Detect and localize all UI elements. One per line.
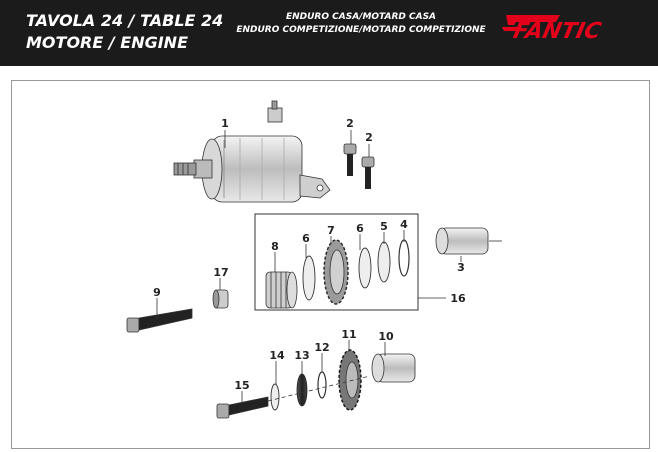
long-bolt-9: [126, 308, 193, 333]
callout-10: 10: [378, 330, 394, 343]
callout-8: 8: [271, 240, 279, 253]
washer-13: [296, 373, 308, 407]
leader-lines: [156, 130, 462, 404]
model-line-1: ENDURO CASA/MOTARD CASA: [285, 12, 437, 22]
callout-6-left: 6: [302, 232, 310, 245]
circlip-12: [317, 371, 327, 399]
callout-7: 7: [327, 224, 335, 237]
mounting-bolt-right: [361, 156, 375, 189]
pinion-gear: [265, 271, 298, 309]
washer-5: [377, 241, 391, 283]
callout-13: 13: [294, 349, 309, 362]
callout-14: 14: [269, 349, 285, 362]
sleeve-10: [371, 353, 416, 383]
washer-6-right: [358, 247, 372, 289]
callout-4: 4: [400, 218, 408, 231]
starter-motor: [173, 100, 331, 203]
table-title-line-2: MOTORE / ENGINE: [26, 33, 188, 52]
diagram-frame: [11, 80, 650, 449]
kit-16-box: [254, 213, 419, 311]
callout-2-left: 2: [346, 117, 354, 130]
bushing-17: [212, 289, 229, 309]
callout-16: 16: [450, 292, 466, 305]
brand-text: FANTIC: [511, 18, 604, 43]
callout-17: 17: [213, 266, 228, 279]
callout-6-right: 6: [356, 222, 364, 235]
callout-3: 3: [457, 261, 465, 274]
model-line-2: ENDURO COMPETIZIONE/MOTARD COMPETIZIONE: [236, 25, 486, 35]
mounting-bolt-left: [343, 143, 357, 176]
table-title-line-1: TAVOLA 24 / TABLE 24: [26, 11, 224, 30]
bolt-15: [216, 375, 371, 419]
circlip-4: [398, 239, 410, 277]
callout-1: 1: [221, 117, 229, 130]
callout-9: 9: [153, 286, 161, 299]
gear-11: [338, 349, 362, 411]
callout-5: 5: [380, 220, 388, 233]
page-header: TAVOLA 24 / TABLE 24 MOTORE / ENGINE END…: [0, 0, 658, 66]
model-description: ENDURO CASA/MOTARD CASA ENDURO COMPETIZI…: [230, 11, 492, 37]
callout-12: 12: [314, 341, 329, 354]
shaft-3: [435, 227, 502, 255]
table-title: TAVOLA 24 / TABLE 24 MOTORE / ENGINE: [26, 10, 223, 54]
washer-14: [270, 383, 280, 411]
idler-gear: [323, 239, 349, 305]
callout-11: 11: [341, 328, 356, 341]
callout-15: 15: [234, 379, 249, 392]
fantic-logo: FANTIC: [502, 15, 604, 43]
washer-6-left: [302, 255, 316, 301]
callout-2-right: 2: [365, 131, 373, 144]
